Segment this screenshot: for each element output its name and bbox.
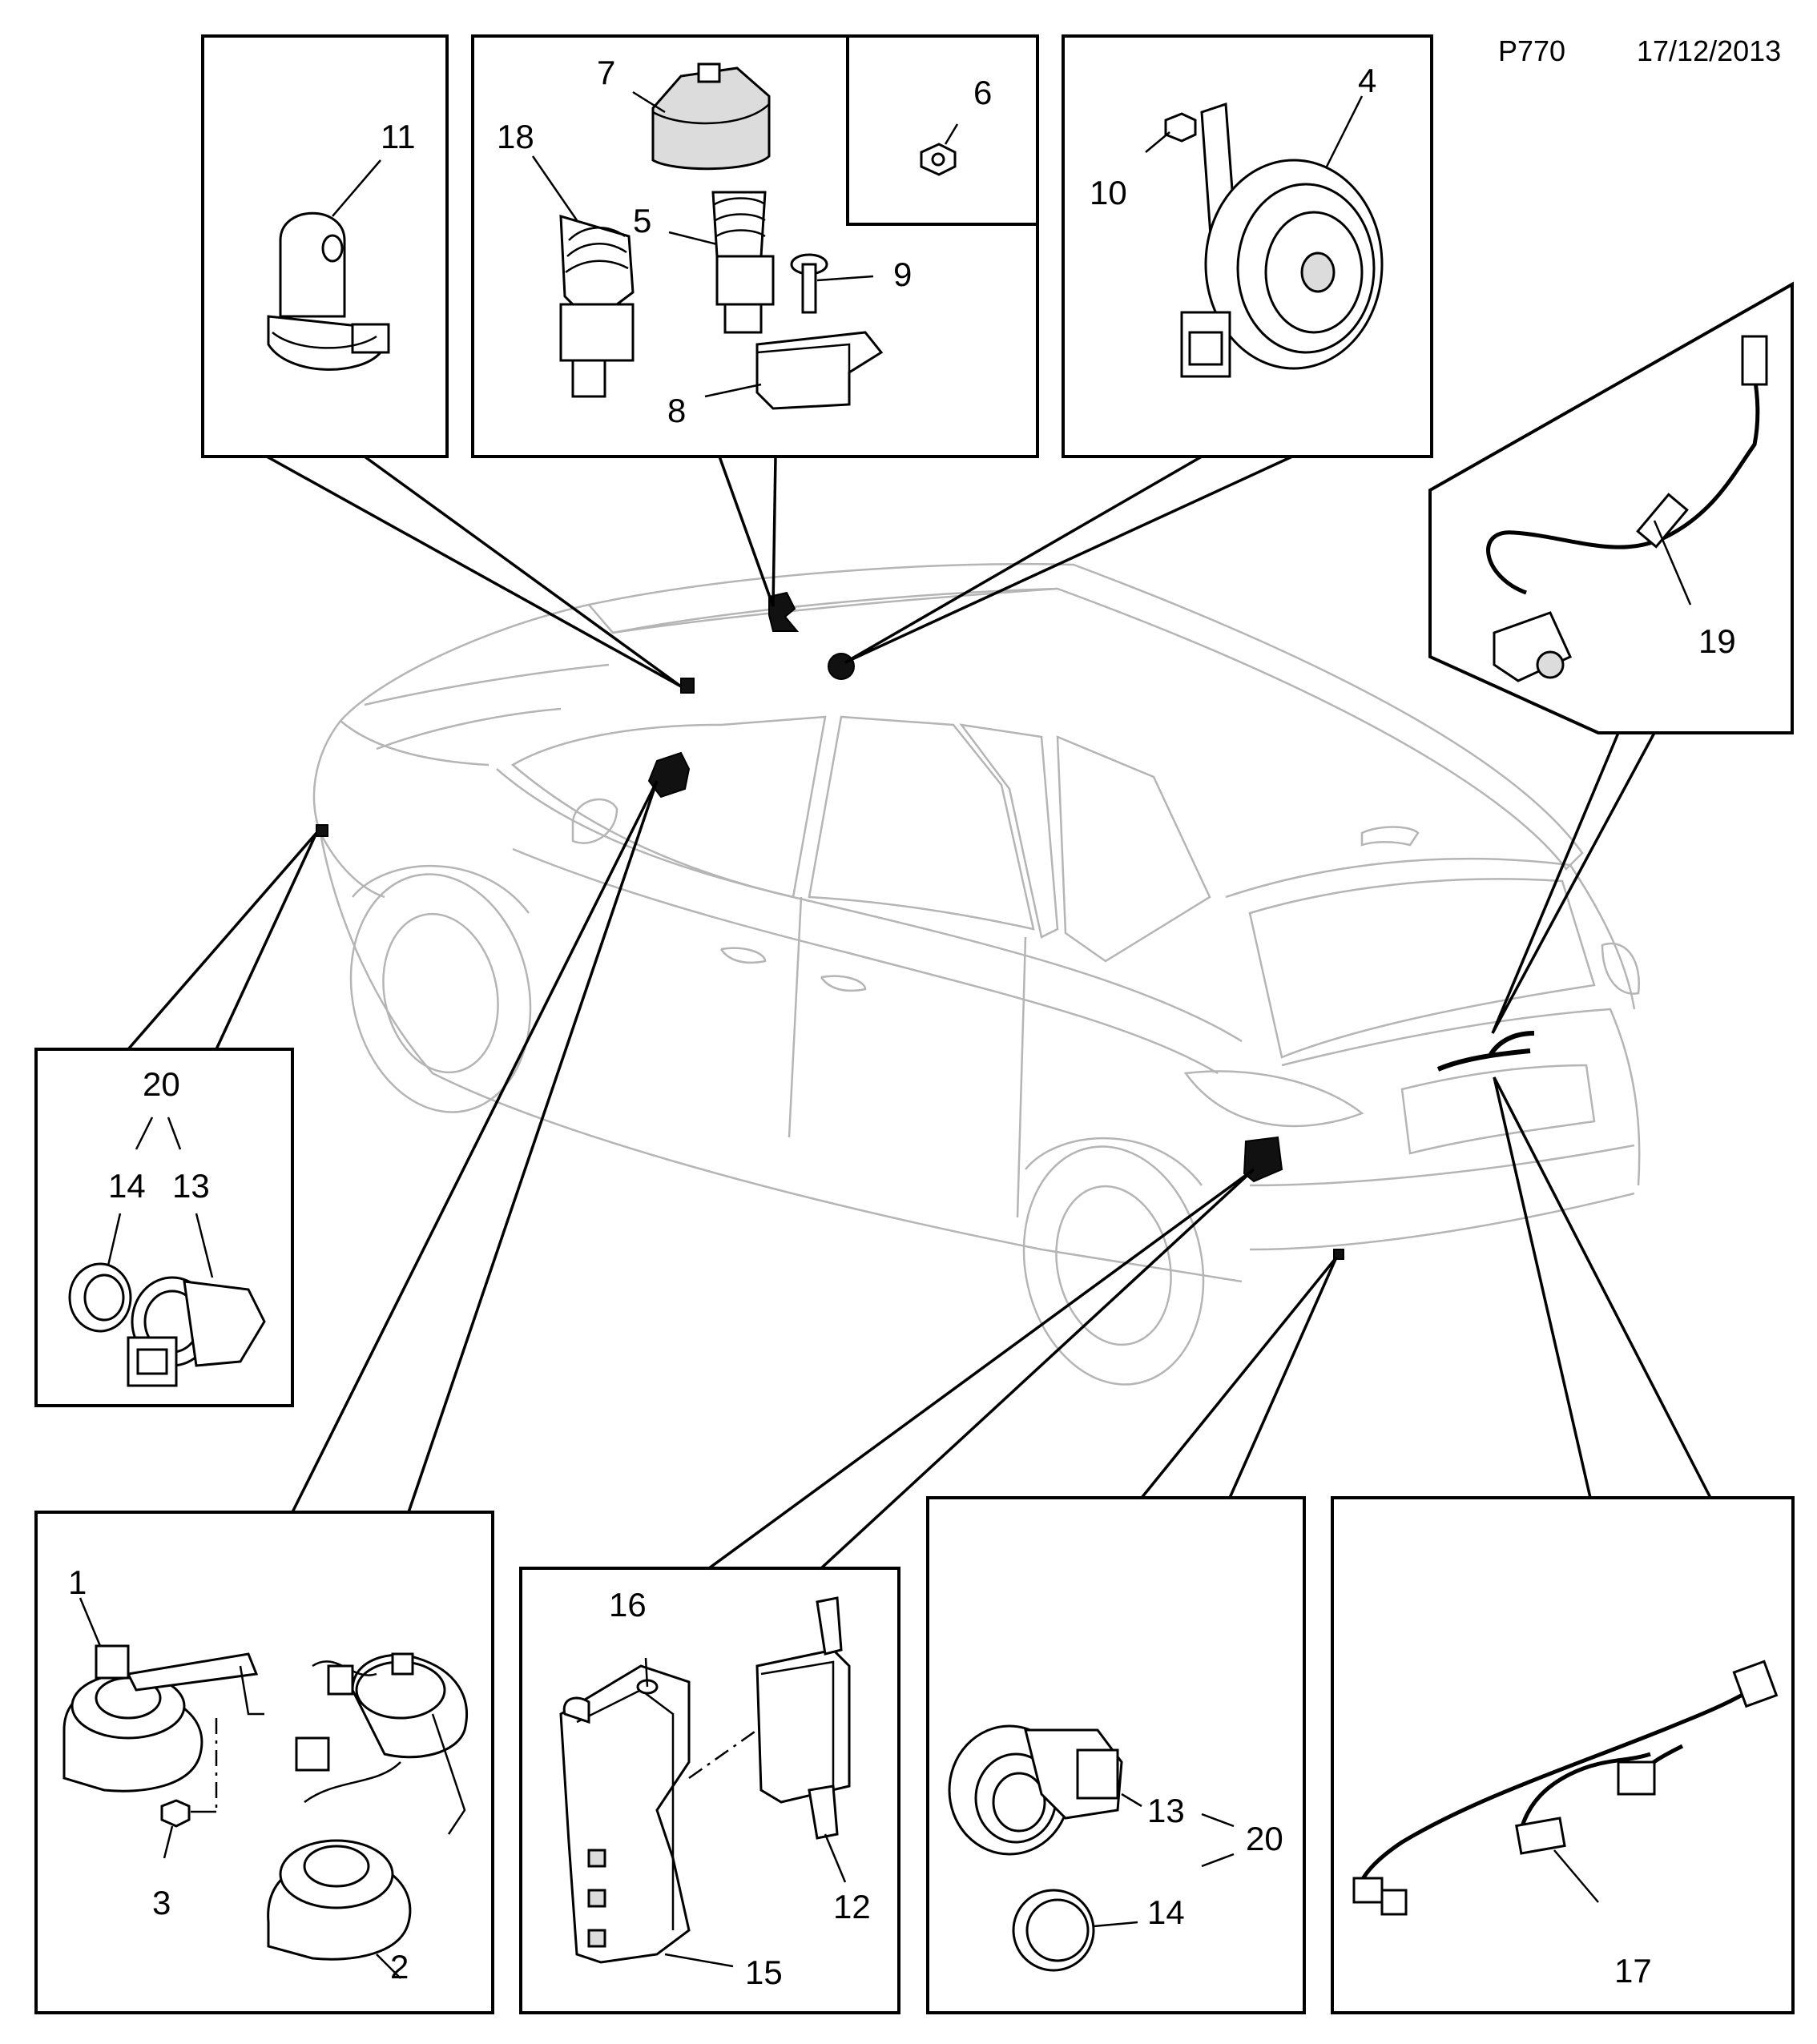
detail-box-front-sensor: 20 14 13 <box>34 1048 294 1407</box>
part-3-nut <box>160 1799 191 1828</box>
part-17-harness <box>1352 1660 1779 1916</box>
part-14-ring-rear <box>1012 1889 1095 1972</box>
part-10-nut <box>1164 112 1197 143</box>
callout-18: 18 <box>497 118 534 155</box>
callout-13b: 13 <box>1147 1792 1185 1829</box>
front-wheel <box>349 864 532 1113</box>
part-14-ring <box>68 1262 132 1333</box>
part-8-bracket <box>755 331 884 410</box>
part-5-switch <box>711 191 775 334</box>
callout-13a: 13 <box>172 1167 210 1205</box>
callout-19: 19 <box>1698 622 1736 660</box>
detail-box-horns: 1 3 2 <box>34 1511 494 2014</box>
marker-horns-front <box>647 751 691 799</box>
marker-front-sensor <box>316 824 328 837</box>
rear-wheel <box>1022 1137 1205 1386</box>
callout-15: 15 <box>745 1953 783 1991</box>
detail-box-harness-17: 17 <box>1331 1496 1795 2014</box>
callout-17: 17 <box>1614 1952 1652 1990</box>
marker-rear-harness <box>1436 1031 1535 1072</box>
callout-2: 2 <box>390 1948 409 1986</box>
callout-3: 3 <box>152 1884 171 1921</box>
callout-20b: 20 <box>1246 1820 1283 1857</box>
part-6-nut <box>920 143 957 176</box>
callout-8: 8 <box>667 392 686 429</box>
part-1-horn <box>62 1644 264 1793</box>
callout-9: 9 <box>893 256 912 293</box>
callout-11: 11 <box>381 118 416 155</box>
callout-10: 10 <box>1090 174 1127 211</box>
marker-rear-sensor <box>1333 1249 1344 1260</box>
part-4-horn <box>1180 102 1384 378</box>
detail-box-horn-4: 10 4 <box>1062 34 1433 458</box>
diagram-date: 17/12/2013 <box>1637 34 1781 67</box>
vehicle-outline <box>312 563 1641 1386</box>
part-16-screw <box>636 1657 659 1695</box>
marker-switch-11 <box>680 678 695 694</box>
part-11-switch <box>267 211 390 371</box>
part-13-sensor <box>127 1276 266 1387</box>
callout-4: 4 <box>1358 62 1376 99</box>
detail-box-switches: 7 6 18 5 9 8 <box>471 34 1039 458</box>
callout-20a: 20 <box>143 1065 180 1103</box>
detail-box-module: 16 12 15 <box>519 1567 900 2014</box>
callout-16: 16 <box>609 1586 647 1624</box>
callout-6: 6 <box>973 74 992 111</box>
part-7-cap <box>651 62 771 171</box>
part-2-horns <box>267 1652 468 1961</box>
callout-7: 7 <box>597 54 615 91</box>
marker-horn-4 <box>828 653 855 680</box>
part-9-screw <box>790 253 828 314</box>
part-18-switch <box>559 214 635 398</box>
callout-12: 12 <box>833 1888 871 1925</box>
part-13-sensor-rear <box>948 1724 1123 1856</box>
part-19-camera-harness <box>1486 335 1768 682</box>
diagram-code: P770 <box>1498 34 1565 67</box>
callout-5: 5 <box>633 202 651 239</box>
location-markers <box>316 591 1535 1260</box>
callout-14b: 14 <box>1147 1893 1185 1931</box>
detail-box-rear-sensor: 13 20 14 <box>926 1496 1306 2014</box>
callout-1: 1 <box>68 1563 87 1601</box>
callout-14a: 14 <box>108 1167 146 1205</box>
detail-box-19: 19 <box>1428 281 1794 734</box>
part-12-module <box>755 1596 851 1840</box>
leader-lines <box>127 455 1712 1570</box>
detail-box-11: 11 <box>201 34 449 458</box>
marker-switch-assembly <box>768 591 800 632</box>
part-15-bracket <box>559 1664 691 1964</box>
